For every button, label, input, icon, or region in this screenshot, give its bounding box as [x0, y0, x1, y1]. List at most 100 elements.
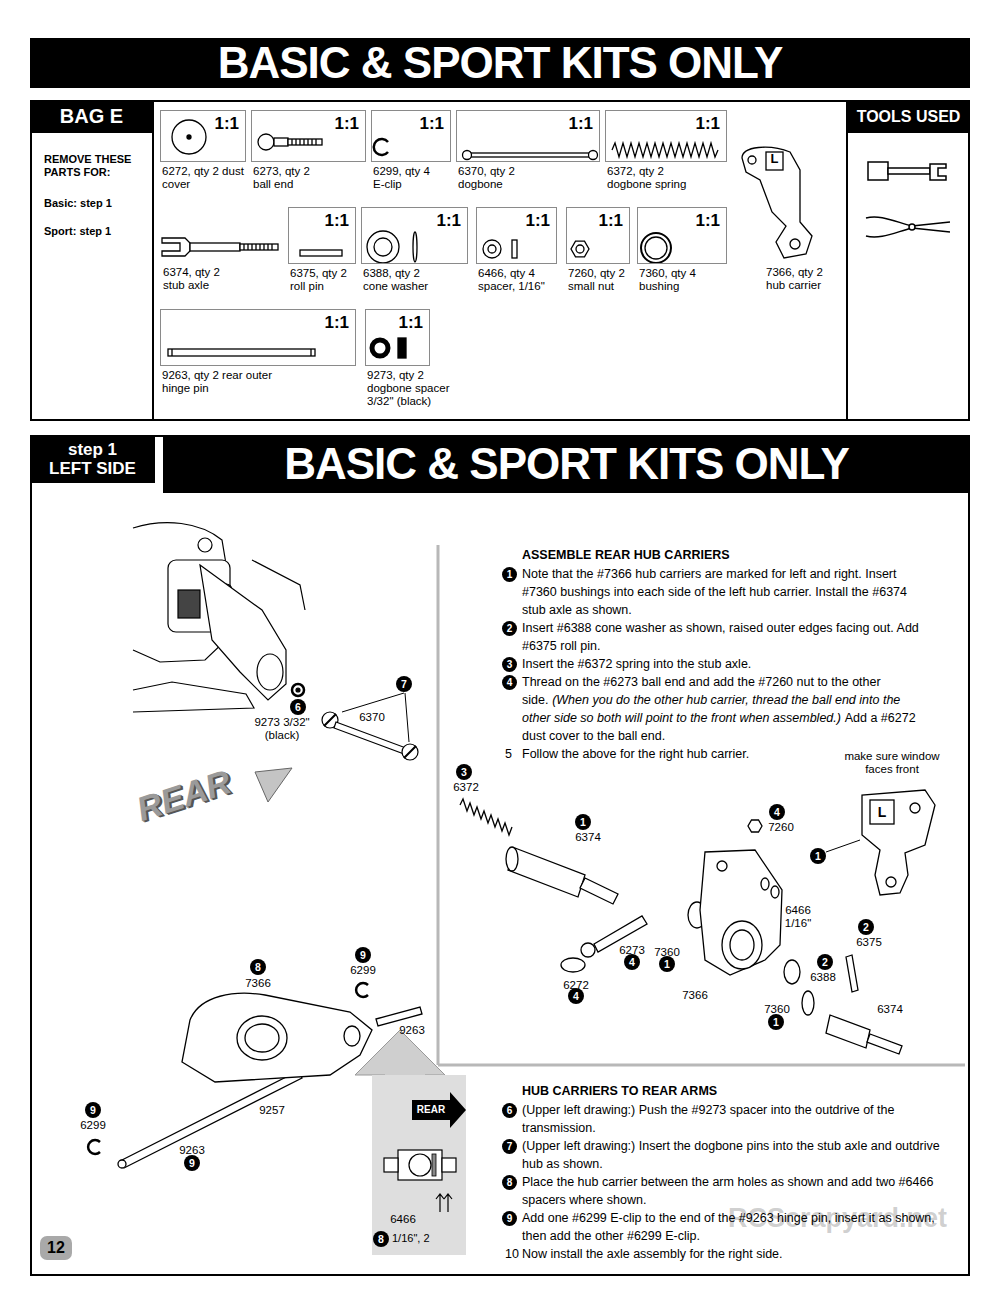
hub-carrier-exploded: [910, 803, 920, 813]
callout-number: 1: [810, 848, 826, 864]
part-tile: 1:16375, qty 2 roll pin: [288, 207, 356, 264]
section-heading: ASSEMBLE REAR HUB CARRIERS: [522, 547, 922, 563]
instruction-row: 1Note that the #7366 hub carriers are ma…: [502, 564, 922, 618]
part-number: 9263: [392, 1024, 432, 1037]
part-number: 6466: [383, 1213, 423, 1226]
page-title: BASIC & SPORT KITS ONLY: [218, 38, 783, 88]
part-caption: 6370, qty 2 dogbone: [458, 165, 528, 191]
direction-mark: REAR: [132, 762, 236, 829]
part-caption: 6273, qty 2 ball end: [253, 165, 323, 191]
arm-assembly: [344, 1026, 360, 1046]
callout-number: 6: [502, 1103, 517, 1118]
section-divider: [437, 545, 440, 1065]
number-cell: 7: [502, 1136, 522, 1154]
part-icon: [766, 152, 783, 170]
number-cell: 10: [502, 1244, 522, 1262]
callout-number: 3: [502, 657, 517, 672]
detail-inset: [398, 1150, 442, 1180]
callout-number: 1: [575, 814, 591, 830]
callout-number: 2: [817, 954, 833, 970]
instruction-text: (Upper left drawing:) Insert the dogbone…: [522, 1139, 940, 1171]
scale-mark: 1:1: [695, 211, 720, 231]
part-caption: 7260, qty 2 small nut: [568, 267, 636, 293]
tool-icon: [912, 222, 950, 232]
instruction-text: Now install the axle assembly for the ri…: [522, 1247, 783, 1261]
direction-arrow: [255, 768, 292, 802]
hub-carrier-exploded: [870, 800, 894, 824]
callout-number: 4: [502, 675, 517, 690]
part-caption: 9263, qty 2 rear outer hinge pin: [162, 369, 272, 395]
direction-mark: REAR: [413, 1104, 449, 1116]
part-number: 6370: [352, 711, 392, 724]
hub-carrier-exploded: [730, 930, 754, 960]
side-mark: L: [768, 152, 782, 167]
part-icon: [172, 120, 206, 154]
part-tile: 1:16370, qty 2 dogbone: [456, 110, 600, 162]
part-icon: [413, 232, 417, 262]
callout-number: 1: [768, 1014, 784, 1030]
part-caption: 6375, qty 2 roll pin: [290, 267, 360, 293]
step-number: 5: [502, 746, 512, 762]
part-icon: [372, 340, 388, 356]
part-tile: 1:17360, qty 4 bushing: [637, 207, 727, 264]
transmission-sketch: [133, 682, 254, 712]
detail-inset: [372, 1075, 466, 1255]
step-header: step 1LEFT SIDE: [30, 435, 155, 483]
callout-number: 9: [355, 947, 371, 963]
callout-number: 4: [568, 988, 584, 1004]
callout-number: 4: [769, 804, 785, 820]
hub-carrier-exploded: [722, 921, 762, 969]
leader-line: [405, 693, 409, 742]
note-text: Sport: step 1: [44, 225, 144, 238]
transmission-sketch: [257, 654, 283, 690]
hub-carrier-exploded: [561, 958, 585, 972]
part-icon: [589, 151, 598, 160]
scale-mark: 1:1: [324, 313, 349, 333]
panel-frame: [152, 101, 154, 420]
number-cell: 8: [502, 1172, 522, 1190]
header-text: BASIC & SPORT KITS ONLY: [284, 439, 849, 489]
hub-carrier-exploded: [581, 943, 595, 957]
tool-icon: [866, 228, 912, 237]
text-cell: Place the hub carrier between the arm ho…: [522, 1172, 942, 1208]
part-icon: [240, 244, 278, 250]
part-icon: [742, 147, 812, 258]
part-number: 7366: [238, 977, 278, 990]
detail-inset: [409, 1154, 431, 1176]
part-icon: [374, 238, 392, 256]
hub-carrier-exploded: [580, 878, 618, 904]
note-text: make sure window faces front: [836, 750, 948, 776]
callout-number: 8: [250, 959, 266, 975]
callout-number: 6: [290, 699, 306, 715]
part-icon: [398, 338, 406, 358]
part-number: 7366: [675, 989, 715, 1002]
part-number: 6372: [446, 781, 486, 794]
tool-icon: [866, 217, 912, 226]
hub-carrier-exploded: [784, 960, 800, 984]
part-tile: 1:16273, qty 2 ball end: [251, 110, 366, 162]
part-icon: [190, 243, 240, 251]
part-number: 9257: [252, 1104, 292, 1117]
part-number: 9273 3/32" (black): [242, 716, 322, 742]
instruction-row: 9Add one #6299 E-clip to the end of the …: [502, 1208, 942, 1244]
part-tile: 1:16372, qty 2 dogbone spring: [605, 110, 727, 162]
callout-number: 9: [85, 1102, 101, 1118]
note-text: REMOVE THESE PARTS FOR:: [44, 153, 144, 178]
hub-carrier-exploded: [748, 820, 762, 832]
part-number: 6388: [803, 971, 843, 984]
hub-carrier-exploded: [508, 848, 585, 897]
instruction-text: Follow the above for the right hub carri…: [522, 747, 749, 761]
hub-carrier-exploded: [862, 790, 935, 895]
callout-number: 2: [858, 919, 874, 935]
part-icon: [274, 138, 288, 146]
scale-mark: 1:1: [525, 211, 550, 231]
arm-assembly: [88, 1140, 100, 1154]
part-tile: 1:16388, qty 2 cone washer: [361, 207, 468, 264]
instruction-text: (Upper left drawing:) Push the #9273 spa…: [522, 1103, 894, 1135]
transmission-sketch: [296, 688, 300, 692]
part-tile: 1:19273, qty 2 dogbone spacer 3/32" (bla…: [365, 309, 430, 366]
scale-mark: 1:1: [419, 114, 444, 134]
instruction-text: (When you do the other hub carrier, thre…: [522, 693, 900, 725]
header-text: step 1: [68, 440, 117, 459]
